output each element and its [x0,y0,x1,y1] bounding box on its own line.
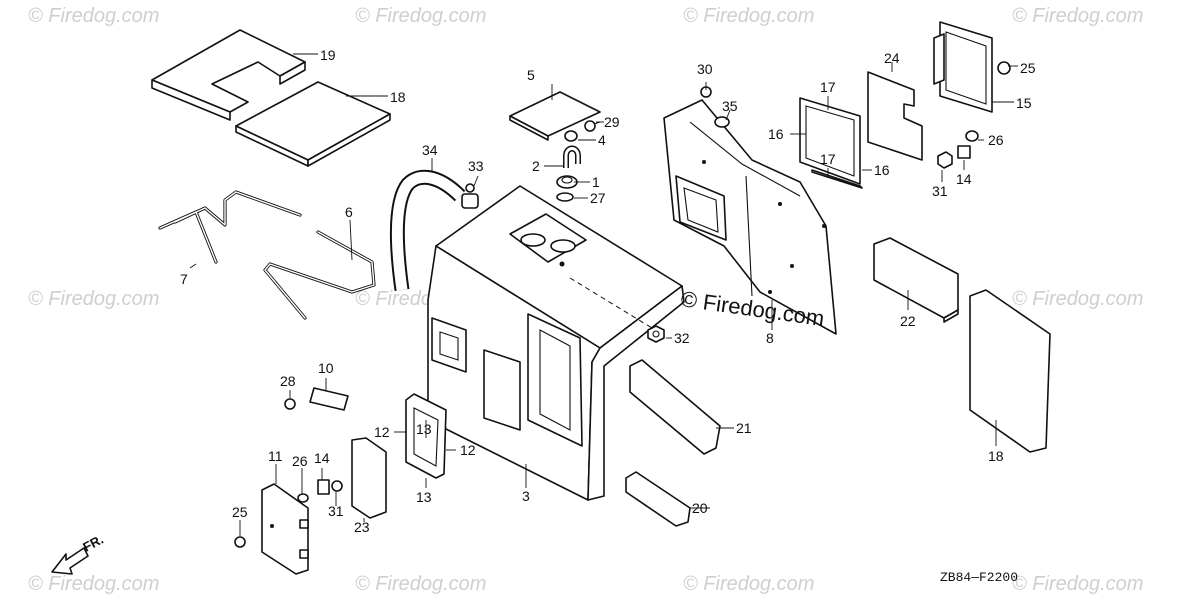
callout-26-right: 26 [988,132,1004,148]
frame-16 [811,169,863,189]
callout-7: 7 [180,271,188,287]
watermark: © Firedog.com [28,573,159,595]
callout-3: 3 [522,488,530,504]
callout-16-left: 16 [768,126,784,142]
callout-5: 5 [527,67,535,83]
callout-17-top: 17 [820,79,836,95]
watermark: © Firedog.com [1012,288,1143,310]
callout-1: 1 [592,174,600,190]
callout-19: 19 [320,47,336,63]
nut-31-left [331,480,343,492]
nut-31-right [937,151,953,169]
callout-35: 35 [722,98,738,114]
callout-10: 10 [318,360,334,376]
frame-15 [933,21,993,113]
callout-30: 30 [697,61,713,77]
seal-17 [799,97,861,185]
hose-2 [563,145,581,168]
callout-12-right: 12 [460,442,476,458]
insulation-18-right [969,289,1051,453]
insulation-20 [625,471,691,527]
watermark: © Firedog.com [355,573,486,595]
callout-18-top: 18 [390,89,406,105]
watermark: © Firedog.com [683,573,814,595]
cover-11 [261,483,309,575]
insulation-22 [873,237,959,323]
callout-31-left: 31 [328,503,344,519]
callout-25-top: 25 [1020,60,1036,76]
callout-18-right: 18 [988,448,1004,464]
hose-clamp-33 [461,183,479,209]
callout-13-top: 13 [416,421,432,437]
washer-26-right [965,130,979,142]
callout-22: 22 [900,313,916,329]
rear-panel-8 [663,99,837,335]
callout-12-left: 12 [374,424,390,440]
grommet-4 [564,130,578,142]
callout-29: 29 [604,114,620,130]
watermark: © Firedog.com [1012,573,1143,595]
panel-24 [867,71,923,161]
callout-14-left: 14 [314,450,330,466]
diagram-code: ZB84—F2200 [940,570,1018,585]
watermark: © Firedog.com [28,5,159,27]
watermark-group: © Firedog.com © Firedog.com © Firedog.co… [28,5,1143,595]
watermark: © Firedog.com [355,5,486,27]
callout-8: 8 [766,330,774,346]
callout-2: 2 [532,158,540,174]
watermark: © Firedog.com [28,288,159,310]
callout-16-right: 16 [874,162,890,178]
bracket-23 [351,437,387,519]
callout-21: 21 [736,420,752,436]
insulation-pad-18-top [235,81,391,167]
callout-27: 27 [590,190,606,206]
callout-33: 33 [468,158,484,174]
insulation-21 [629,359,721,455]
callout-20: 20 [692,500,708,516]
bolt-28 [284,398,296,410]
wire-stay-7 [158,190,302,264]
watermark: © Firedog.com [683,5,814,27]
callout-17-bottom: 17 [820,151,836,167]
washer-26-left [297,493,309,503]
callout-labels: 19 18 5 29 4 2 1 27 30 35 34 33 6 7 17 1… [180,47,1036,535]
plate-10 [309,387,349,411]
callout-28: 28 [280,373,296,389]
callout-13-bottom: 13 [416,489,432,505]
cap-1 [556,175,578,189]
callout-24: 24 [884,50,900,66]
callout-31-right: 31 [932,183,948,199]
screw-29 [584,120,601,132]
wire-stay-6 [263,230,376,320]
callout-14-right: 14 [956,171,972,187]
nut-32 [647,325,665,343]
callout-6: 6 [345,204,353,220]
callout-25-left: 25 [232,504,248,520]
callout-26-left: 26 [292,453,308,469]
hose-34 [389,169,466,292]
bolt-25-left [234,536,246,548]
leader-dash [569,277,653,329]
leader-lines [189,53,1018,536]
screw-25-top [997,61,1011,75]
callout-23: 23 [354,519,370,535]
insulation-pad-19 [151,29,306,121]
callout-4: 4 [598,132,606,148]
cover-plate-5 [509,91,601,141]
clip-14-left [317,479,330,495]
callout-11: 11 [268,448,283,464]
front-direction-arrow: FR. [51,532,106,575]
grommet-35 [714,116,730,128]
gasket-27 [556,192,574,202]
clip-14-right [957,145,971,159]
callout-32: 32 [674,330,690,346]
callout-15: 15 [1016,95,1032,111]
callout-34: 34 [422,142,438,158]
housing-3 [427,185,685,501]
watermark: © Firedog.com [1012,5,1143,27]
